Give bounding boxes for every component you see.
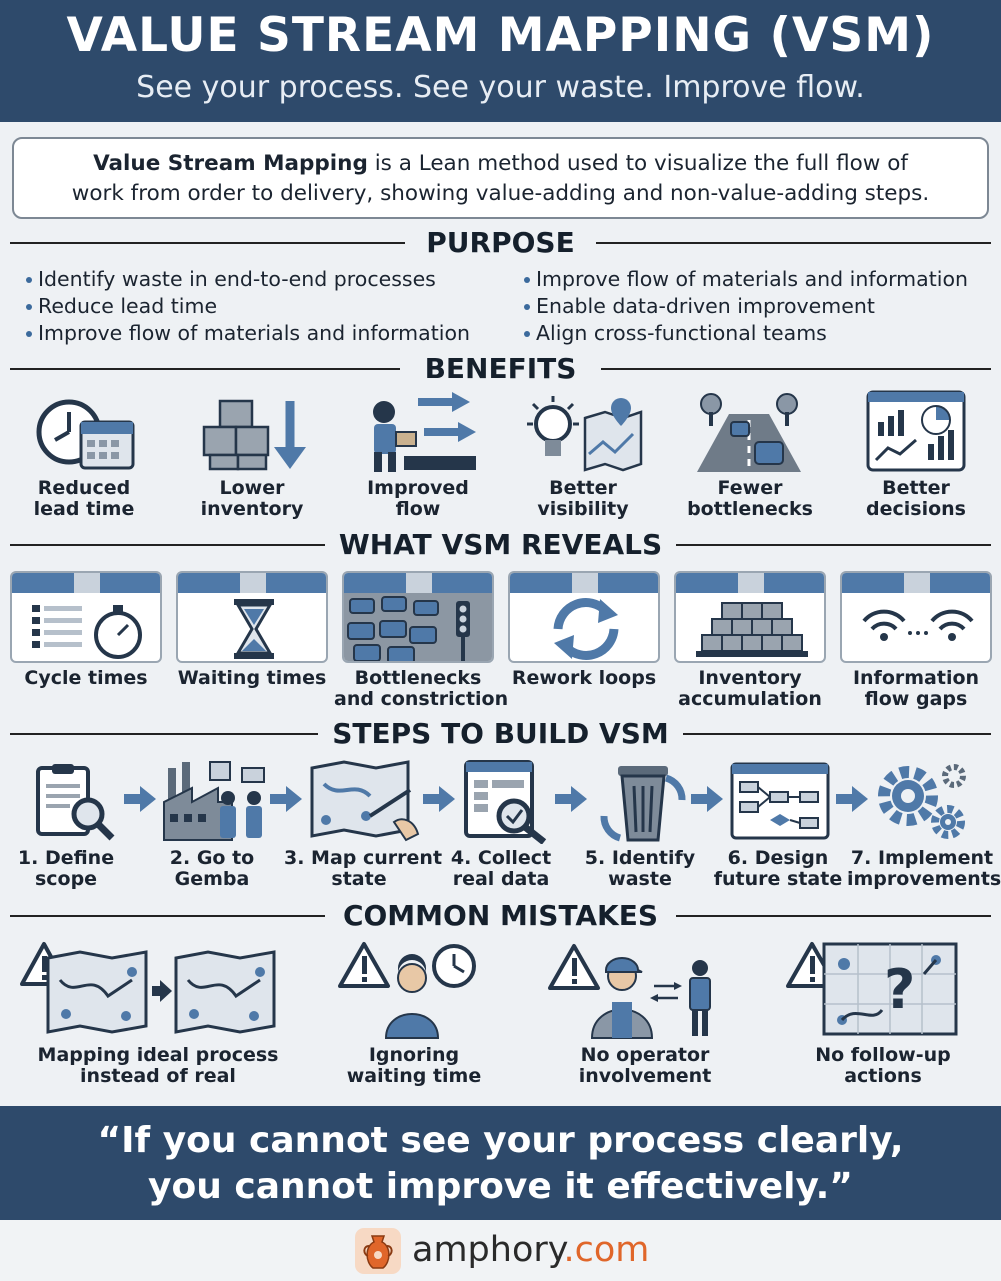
boxes-down-arrow-icon xyxy=(202,399,306,471)
cycle-arrows-icon xyxy=(553,598,619,660)
dashboard-charts-icon xyxy=(866,390,966,472)
clock-calendar-icon xyxy=(36,399,135,470)
warning-question-map-icon: ? xyxy=(786,942,958,1036)
wifi-gap-icon xyxy=(862,609,974,641)
stacked-boxes-icon xyxy=(696,602,808,657)
page-subtitle: See your process. See your waste. Improv… xyxy=(136,70,865,105)
traffic-jam-icon xyxy=(344,593,492,661)
step-arrow xyxy=(555,786,587,812)
reveal-card xyxy=(10,571,162,663)
purpose-item: Enable data-driven improvement xyxy=(522,293,968,320)
intro-term: Value Stream Mapping xyxy=(93,151,368,176)
warning-maps-icon xyxy=(20,942,276,1034)
reveal-card xyxy=(674,571,826,663)
reveal-label: Rework loops xyxy=(511,667,657,689)
purpose-item: Improve flow of materials and informatio… xyxy=(24,320,470,347)
document-check-icon xyxy=(464,760,547,844)
intro-text-line1: is a Lean method used to visualize the f… xyxy=(367,151,908,176)
header-banner: VALUE STREAM MAPPING (VSM) See your proc… xyxy=(0,0,1001,122)
warning-thinking-clock-icon xyxy=(338,942,476,1039)
clipboard-magnifier-icon xyxy=(36,764,115,841)
mistakes-heading: COMMON MISTAKES xyxy=(328,899,673,932)
benefits-heading-row: BENEFITS xyxy=(10,349,991,389)
trash-can-icon xyxy=(600,766,686,842)
reveal-label: Waiting times xyxy=(177,667,327,689)
purpose-item: Improve flow of materials and informatio… xyxy=(522,266,968,293)
reveals-heading: WHAT VSM REVEALS xyxy=(324,528,677,561)
reveal-card xyxy=(840,571,992,663)
benefits-heading: BENEFITS xyxy=(410,352,591,385)
step-arrow xyxy=(270,786,302,812)
page-title: VALUE STREAM MAPPING (VSM) xyxy=(66,8,935,63)
brand-name[interactable]: amphory.com xyxy=(412,1230,650,1270)
steps-heading: STEPS TO BUILD VSM xyxy=(318,717,683,750)
reveal-card xyxy=(342,571,494,663)
reveal-card xyxy=(508,571,660,663)
reveal-label: Cycle times xyxy=(24,667,148,689)
reveal-card xyxy=(176,571,328,663)
purpose-item: Reduce lead time xyxy=(24,293,470,320)
intro-text-line2: work from order to delivery, showing val… xyxy=(71,181,930,206)
warning-workers-icon xyxy=(548,944,711,1039)
hourglass-icon xyxy=(234,599,274,659)
step-arrow xyxy=(691,786,723,812)
factory-workers-icon xyxy=(163,761,265,841)
amphora-logo-icon xyxy=(355,1228,401,1274)
flowchart-icon xyxy=(730,762,830,840)
quote-line1: “If you cannot see your process clearly, xyxy=(97,1120,904,1161)
purpose-item: Identify waste in end-to-end processes xyxy=(24,266,470,293)
steps-heading-row: STEPS TO BUILD VSM xyxy=(10,714,991,754)
mistakes-heading-row: COMMON MISTAKES xyxy=(10,896,991,936)
lightbulb-map-icon xyxy=(527,396,643,472)
gears-icon xyxy=(878,764,966,839)
step-arrow xyxy=(836,786,868,812)
quote-line2: you cannot improve it effectively.” xyxy=(148,1166,853,1207)
reveals-heading-row: WHAT VSM REVEALS xyxy=(10,525,991,565)
step-arrow xyxy=(423,786,455,812)
map-drawing-icon xyxy=(310,760,420,842)
road-cars-icon xyxy=(697,393,801,472)
purpose-heading: PURPOSE xyxy=(412,226,589,259)
brand-bar: amphory.com xyxy=(0,1220,1001,1281)
purpose-heading-row: PURPOSE xyxy=(10,223,991,263)
purpose-list-left: Identify waste in end-to-end processes R… xyxy=(24,266,470,347)
quote-banner: “If you cannot see your process clearly,… xyxy=(0,1106,1001,1220)
step-arrow xyxy=(124,786,156,812)
stopwatch-list-icon xyxy=(32,605,142,659)
purpose-list-right: Improve flow of materials and informatio… xyxy=(522,266,968,347)
purpose-item: Align cross-functional teams xyxy=(522,320,968,347)
question-mark-icon: ? xyxy=(884,958,915,1021)
intro-box: Value Stream Mapping is a Lean method us… xyxy=(12,137,989,219)
worker-flow-arrows-icon xyxy=(373,392,476,472)
